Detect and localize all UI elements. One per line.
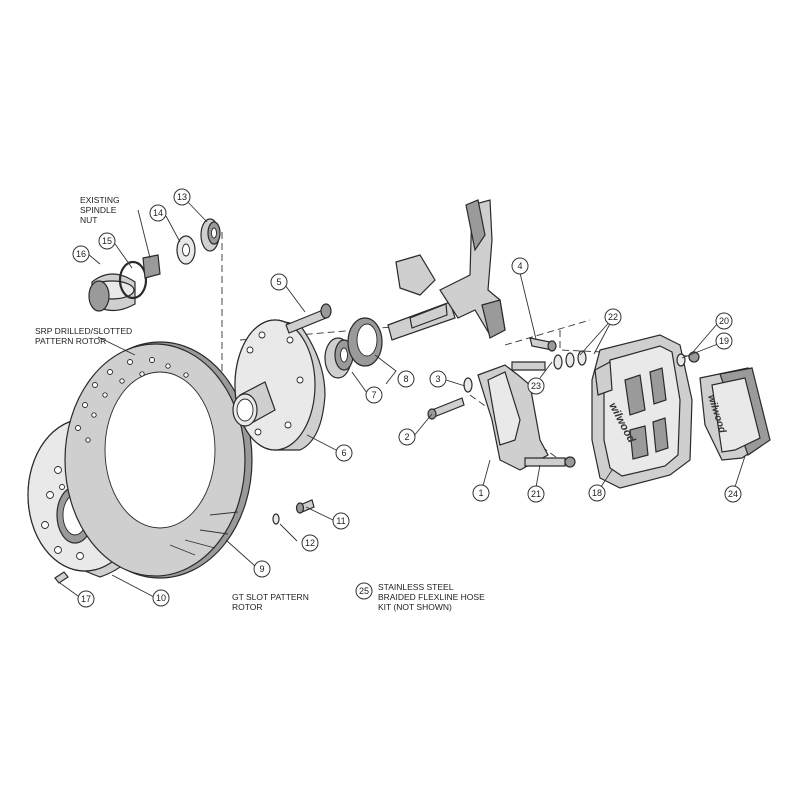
wheel-stud bbox=[285, 303, 332, 334]
callout-14: 14 bbox=[149, 204, 167, 222]
svg-text:GT SLOT PATTERN: GT SLOT PATTERN bbox=[232, 592, 309, 602]
svg-text:24: 24 bbox=[728, 489, 738, 499]
leader-lines bbox=[59, 199, 746, 598]
svg-text:16: 16 bbox=[76, 249, 86, 259]
callout-21: 21 bbox=[527, 485, 545, 503]
svg-text:25: 25 bbox=[359, 586, 369, 596]
svg-text:3: 3 bbox=[435, 374, 440, 384]
svg-text:2: 2 bbox=[404, 432, 409, 442]
callout-23: 23 bbox=[527, 377, 545, 395]
note-srp-rotor: SRP DRILLED/SLOTTED PATTERN ROTOR bbox=[35, 326, 132, 346]
svg-text:1: 1 bbox=[478, 488, 483, 498]
svg-text:KIT (NOT SHOWN): KIT (NOT SHOWN) bbox=[378, 602, 452, 612]
svg-text:23: 23 bbox=[531, 381, 541, 391]
note-gt-rotor: GT SLOT PATTERN ROTOR bbox=[232, 592, 309, 612]
note-existing-spindle-nut: EXISTING SPINDLE NUT bbox=[80, 195, 120, 225]
callout-12: 12 bbox=[301, 534, 319, 552]
svg-text:15: 15 bbox=[102, 236, 112, 246]
svg-text:EXISTING: EXISTING bbox=[80, 195, 120, 205]
callout-17: 17 bbox=[77, 590, 95, 608]
callout-20: 20 bbox=[715, 312, 733, 330]
callout-24: 24 bbox=[724, 485, 742, 503]
svg-text:19: 19 bbox=[719, 336, 729, 346]
svg-text:4: 4 bbox=[517, 261, 522, 271]
callout-15: 15 bbox=[98, 232, 116, 250]
spindle-knuckle bbox=[387, 199, 506, 341]
callout-1: 1 bbox=[472, 484, 490, 502]
svg-text:11: 11 bbox=[336, 516, 345, 526]
hub-dust-cap bbox=[88, 273, 136, 312]
callout-4: 4 bbox=[511, 257, 529, 275]
callout-2: 2 bbox=[398, 428, 416, 446]
callout-22: 22 bbox=[604, 308, 622, 326]
svg-text:NUT: NUT bbox=[80, 215, 97, 225]
rotor-bolt-washer bbox=[272, 513, 280, 525]
bridge-bolt bbox=[524, 456, 576, 468]
callout-19: 19 bbox=[715, 332, 733, 350]
svg-text:20: 20 bbox=[719, 316, 729, 326]
callout-25: 25 bbox=[355, 582, 373, 600]
svg-text:SPINDLE: SPINDLE bbox=[80, 205, 117, 215]
grease-seal bbox=[347, 317, 383, 367]
o-ring bbox=[118, 260, 148, 300]
svg-text:18: 18 bbox=[592, 488, 602, 498]
rotor-bolt bbox=[295, 499, 315, 514]
svg-text:21: 21 bbox=[531, 489, 541, 499]
existing-spindle-nut bbox=[142, 254, 161, 279]
caliper bbox=[591, 334, 693, 489]
callouts: 1 2 3 4 5 6 7 8 9 10 11 12 13 14 15 16 1… bbox=[72, 188, 742, 608]
caliper-spacers bbox=[511, 350, 587, 371]
svg-text:PATTERN ROTOR: PATTERN ROTOR bbox=[35, 336, 106, 346]
callout-18: 18 bbox=[588, 484, 606, 502]
svg-text:14: 14 bbox=[153, 208, 163, 218]
mounting-bolt bbox=[427, 397, 465, 420]
shim-washer bbox=[463, 377, 473, 393]
callout-16: 16 bbox=[72, 245, 90, 263]
note-flexline: STAINLESS STEEL BRAIDED FLEXLINE HOSE KI… bbox=[378, 582, 485, 612]
inner-bearing bbox=[324, 337, 354, 379]
svg-text:8: 8 bbox=[403, 374, 408, 384]
callout-3: 3 bbox=[429, 370, 447, 388]
callout-11: 11 bbox=[332, 512, 350, 530]
svg-text:BRAIDED FLEXLINE HOSE: BRAIDED FLEXLINE HOSE bbox=[378, 592, 485, 602]
rotor bbox=[64, 341, 253, 579]
svg-text:9: 9 bbox=[259, 564, 264, 574]
rotor-drill-holes bbox=[75, 357, 189, 443]
svg-text:7: 7 bbox=[371, 390, 376, 400]
svg-text:6: 6 bbox=[341, 448, 346, 458]
svg-text:5: 5 bbox=[276, 277, 281, 287]
svg-text:22: 22 bbox=[608, 312, 618, 322]
bleeder-washer bbox=[676, 353, 686, 367]
bracket-bolt bbox=[529, 337, 557, 352]
svg-text:10: 10 bbox=[156, 593, 166, 603]
svg-text:STAINLESS STEEL: STAINLESS STEEL bbox=[378, 582, 454, 592]
callout-9: 9 bbox=[253, 560, 271, 578]
callout-6: 6 bbox=[335, 444, 353, 462]
callout-10: 10 bbox=[152, 589, 170, 607]
outer-bearing bbox=[200, 218, 221, 252]
svg-text:17: 17 bbox=[81, 594, 91, 604]
svg-text:ROTOR: ROTOR bbox=[232, 602, 263, 612]
brake-pads bbox=[699, 367, 771, 461]
callout-13: 13 bbox=[173, 188, 191, 206]
svg-text:12: 12 bbox=[305, 538, 315, 548]
hub bbox=[232, 319, 326, 451]
hat-bolt bbox=[54, 571, 69, 584]
callout-8: 8 bbox=[397, 370, 415, 388]
callout-5: 5 bbox=[270, 273, 288, 291]
svg-text:13: 13 bbox=[177, 192, 187, 202]
callout-7: 7 bbox=[365, 386, 383, 404]
svg-text:SRP DRILLED/SLOTTED: SRP DRILLED/SLOTTED bbox=[35, 326, 132, 336]
